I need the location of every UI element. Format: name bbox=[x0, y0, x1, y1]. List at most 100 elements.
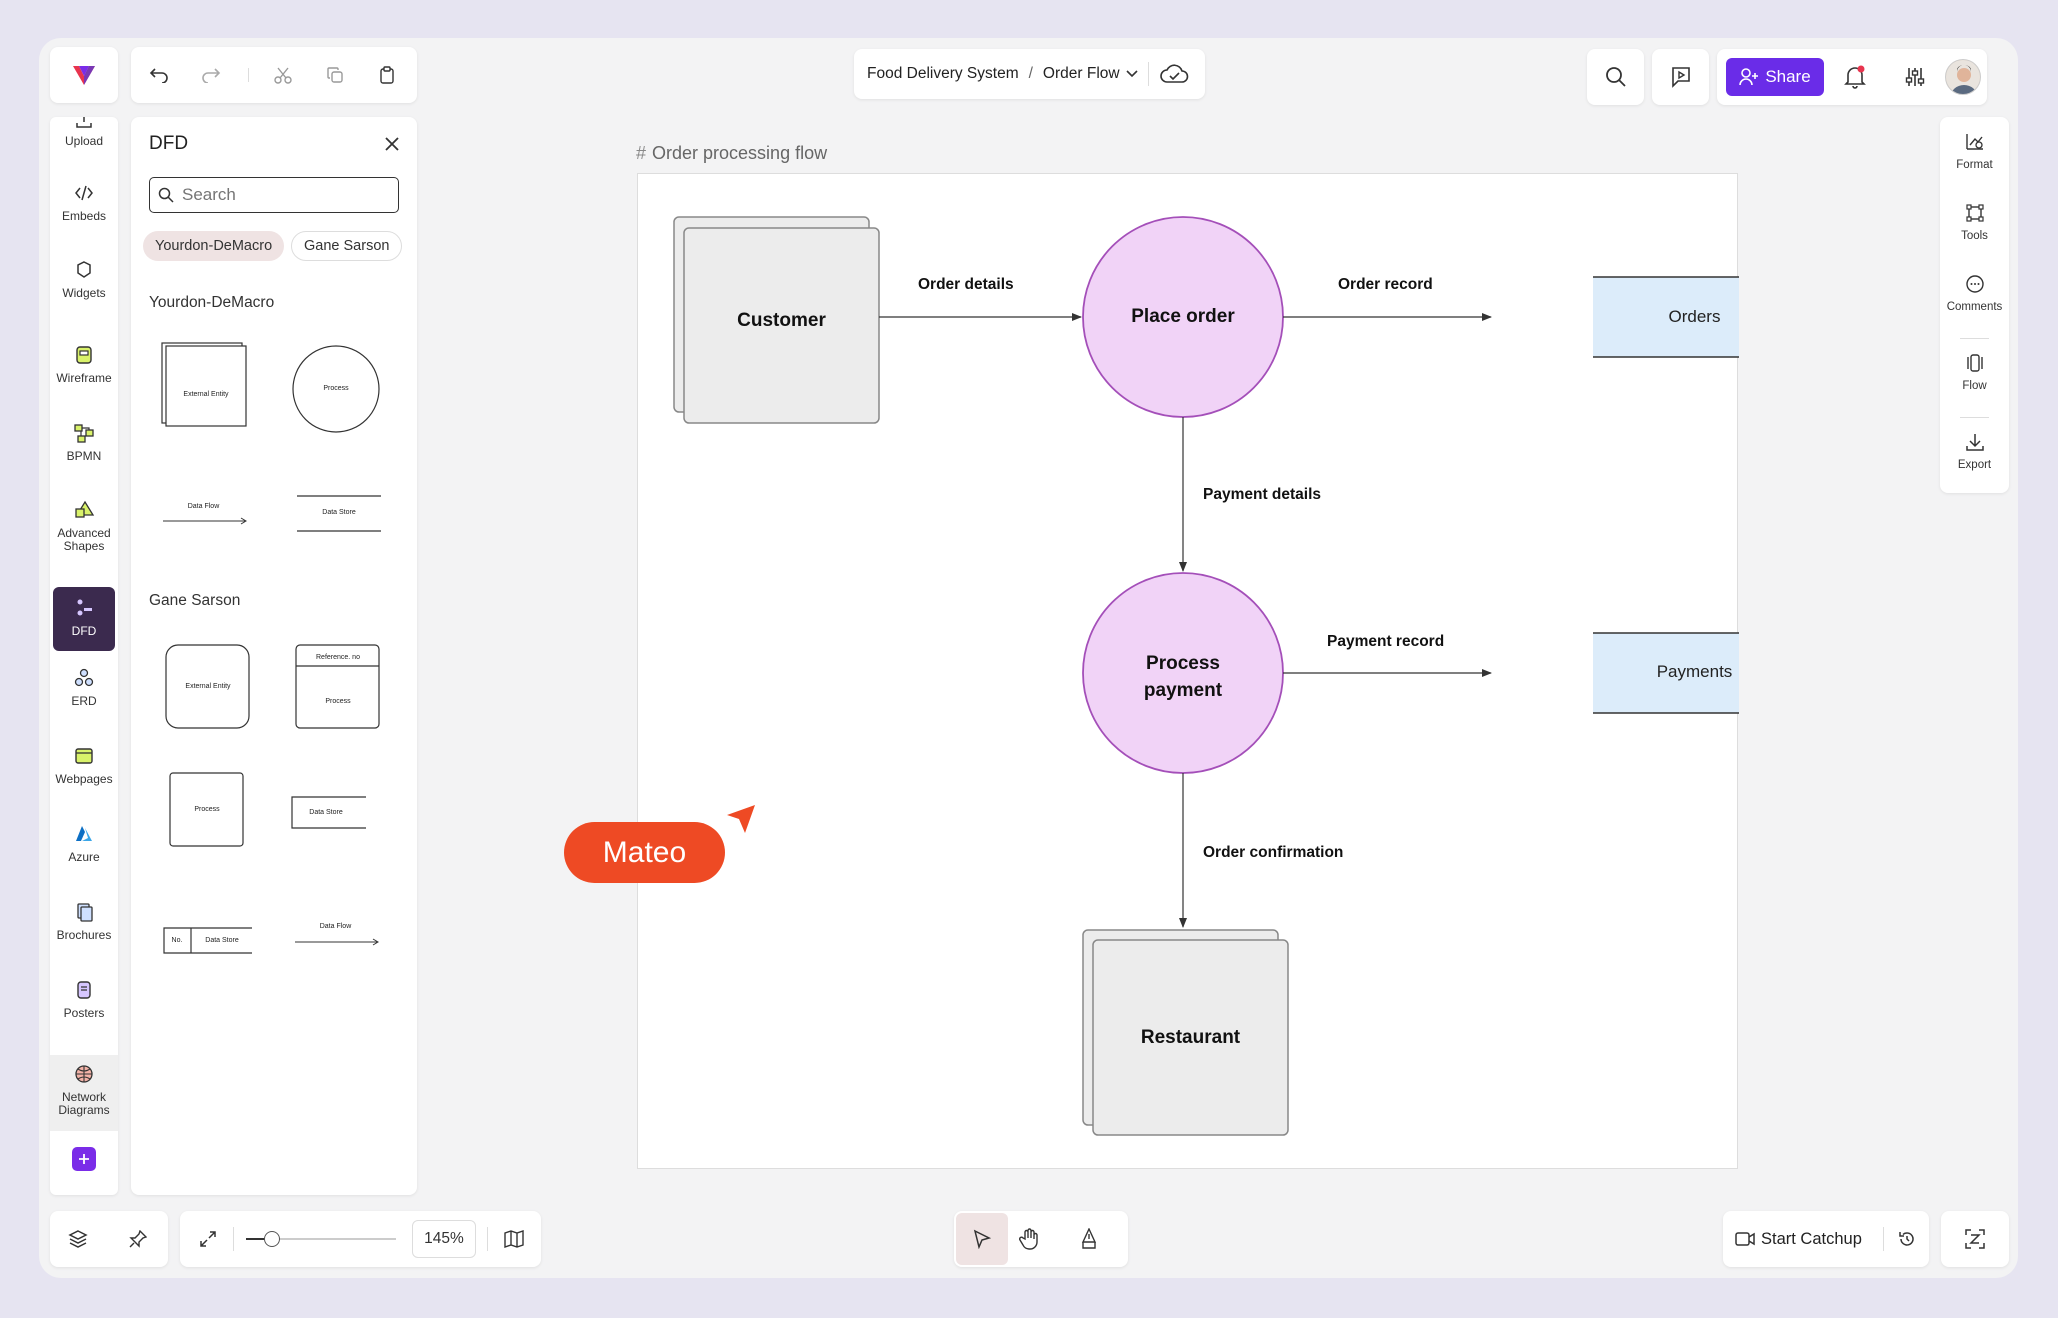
rail-item-label: DFD bbox=[71, 624, 97, 638]
poster-icon bbox=[71, 977, 97, 1003]
chip-yourdon[interactable]: Yourdon-DeMacro bbox=[143, 231, 285, 261]
copy-button[interactable] bbox=[321, 61, 349, 89]
label-line: payment bbox=[1143, 680, 1223, 701]
rail-item-webpages[interactable]: Webpages bbox=[50, 743, 118, 786]
edge-label-order-record: Order record bbox=[1338, 276, 1433, 293]
hand-tool[interactable] bbox=[1015, 1225, 1043, 1253]
close-button[interactable] bbox=[381, 133, 403, 155]
divider bbox=[1960, 417, 1989, 418]
shape-external-entity[interactable] bbox=[161, 342, 251, 432]
shape-label: Process bbox=[323, 385, 349, 392]
breadcrumb-project[interactable]: Food Delivery System bbox=[867, 65, 1019, 82]
chevron-down-icon[interactable] bbox=[1126, 70, 1138, 78]
catchup-toolbar: Start Catchup bbox=[1723, 1211, 1929, 1267]
zoom-toolbar: 145% bbox=[180, 1211, 541, 1267]
copy-icon bbox=[327, 67, 343, 83]
pen-tool[interactable] bbox=[1075, 1225, 1103, 1253]
present-button[interactable] bbox=[1652, 49, 1709, 105]
select-tool[interactable] bbox=[956, 1213, 1008, 1265]
shape-label: Data Store bbox=[205, 937, 239, 944]
edge-label-payment-record: Payment record bbox=[1327, 633, 1445, 650]
zia-button[interactable] bbox=[1941, 1211, 2009, 1267]
rail-item-brochures[interactable]: Brochures bbox=[50, 899, 118, 942]
rail-item-azure[interactable]: Azure bbox=[50, 821, 118, 864]
redo-icon bbox=[202, 68, 221, 83]
right-rail-tools[interactable]: Tools bbox=[1940, 200, 2009, 242]
settings-button[interactable] bbox=[1901, 63, 1929, 91]
shape-gane-external[interactable] bbox=[165, 644, 251, 730]
export-icon bbox=[1964, 429, 1986, 455]
right-rail-comments[interactable]: Comments bbox=[1940, 271, 2009, 313]
chip-gane[interactable]: Gane Sarson bbox=[291, 231, 403, 261]
right-rail-export[interactable]: Export bbox=[1940, 429, 2009, 471]
rail-item-label: ERD bbox=[71, 694, 97, 708]
pin-button[interactable] bbox=[124, 1225, 152, 1253]
rail-item-wireframe[interactable]: Wireframe bbox=[50, 342, 118, 385]
history-button[interactable] bbox=[1893, 1225, 1921, 1253]
node-label-orders: Orders bbox=[1668, 307, 1721, 326]
rail-item-embeds[interactable]: Embeds bbox=[50, 180, 118, 223]
node-customer[interactable] bbox=[673, 216, 880, 424]
avatar[interactable] bbox=[1945, 59, 1981, 95]
layers-button[interactable] bbox=[64, 1225, 92, 1253]
node-payments[interactable] bbox=[1593, 632, 1739, 714]
fit-screen-button[interactable] bbox=[194, 1225, 222, 1253]
breadcrumb-page[interactable]: Order Flow bbox=[1042, 65, 1120, 82]
collaborator-cursor-label: Mateo bbox=[564, 822, 725, 883]
cut-button[interactable] bbox=[269, 61, 297, 89]
rail-item-label: Azure bbox=[68, 850, 100, 864]
search-button[interactable] bbox=[1587, 49, 1644, 105]
search-input[interactable] bbox=[182, 185, 382, 205]
add-library-button[interactable] bbox=[72, 1147, 96, 1171]
pin-icon bbox=[129, 1230, 147, 1248]
scissors-icon bbox=[274, 67, 292, 84]
clipboard-icon bbox=[380, 66, 394, 84]
bpmn-icon bbox=[71, 420, 97, 446]
rail-item-erd[interactable]: ERD bbox=[50, 665, 118, 708]
rail-item-upload[interactable]: Upload bbox=[50, 117, 118, 148]
paste-button[interactable] bbox=[373, 61, 401, 89]
shape-gane-store[interactable] bbox=[291, 796, 367, 830]
hand-icon bbox=[1019, 1228, 1038, 1250]
node-orders[interactable] bbox=[1593, 276, 1739, 358]
shape-process[interactable] bbox=[291, 344, 381, 434]
shape-gane-numbered-store[interactable] bbox=[163, 927, 253, 955]
tools-icon bbox=[1964, 200, 1986, 226]
redo-button[interactable] bbox=[197, 61, 225, 89]
undo-button[interactable] bbox=[145, 61, 173, 89]
shape-gane-process[interactable] bbox=[295, 644, 381, 730]
rail-item-dfd[interactable]: DFD bbox=[53, 587, 115, 651]
app-logo[interactable] bbox=[50, 47, 118, 103]
section-yourdon-title: Yourdon-DeMacro bbox=[149, 294, 275, 311]
widget-icon bbox=[71, 257, 97, 283]
shape-data-flow[interactable] bbox=[161, 515, 249, 527]
divider bbox=[1960, 338, 1989, 339]
node-restaurant[interactable] bbox=[1082, 929, 1289, 1136]
right-rail-flow[interactable]: Flow bbox=[1940, 350, 2009, 392]
rail-item-widgets[interactable]: Widgets bbox=[50, 257, 118, 300]
shape-gane-flow[interactable] bbox=[293, 936, 381, 948]
diagram-canvas[interactable]: Customer Place order Orders Process paym… bbox=[637, 173, 1739, 1169]
share-button[interactable]: Share bbox=[1726, 58, 1824, 96]
zoom-level[interactable]: 145% bbox=[412, 1220, 476, 1258]
diagram-svg bbox=[673, 216, 1739, 1136]
search-icon bbox=[158, 187, 174, 203]
cloud-sync-icon[interactable] bbox=[1159, 63, 1189, 85]
user-avatar-icon bbox=[1946, 60, 1980, 94]
notifications-button[interactable] bbox=[1841, 63, 1869, 91]
rail-item-label: Posters bbox=[63, 1006, 105, 1020]
frame-label[interactable]: # Order processing flow bbox=[636, 143, 827, 164]
rail-item-posters[interactable]: Posters bbox=[50, 977, 118, 1020]
rail-item-label: Widgets bbox=[62, 286, 106, 300]
minimap-button[interactable] bbox=[500, 1225, 528, 1253]
shape-gane-process-square[interactable] bbox=[169, 772, 245, 848]
rail-item-network-diagrams[interactable]: Network Diagrams bbox=[50, 1055, 118, 1131]
zoom-slider[interactable] bbox=[246, 1231, 396, 1247]
start-catchup-button[interactable]: Start Catchup bbox=[1735, 1220, 1862, 1258]
rail-item-bpmn[interactable]: BPMN bbox=[50, 420, 118, 463]
rail-item-advanced-shapes[interactable]: Advanced Shapes bbox=[50, 497, 118, 553]
zoom-slider-thumb[interactable] bbox=[263, 1231, 280, 1247]
shape-label: Data Flow bbox=[187, 503, 220, 510]
right-rail-format[interactable]: Format bbox=[1940, 129, 2009, 171]
shape-data-store[interactable] bbox=[296, 494, 382, 534]
